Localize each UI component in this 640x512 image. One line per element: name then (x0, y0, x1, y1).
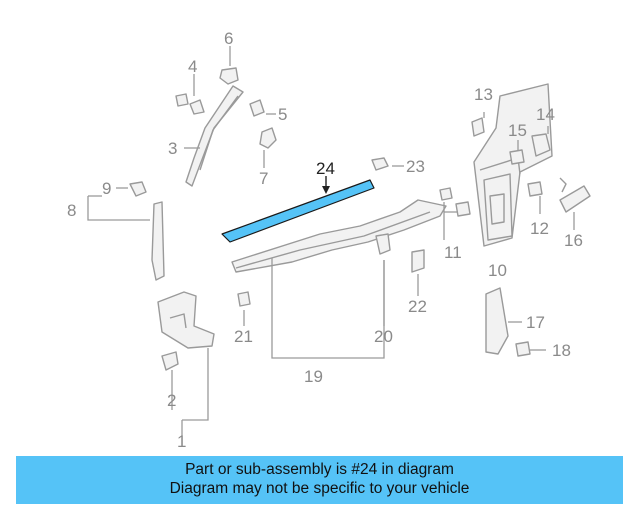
callout-7: 7 (259, 169, 268, 188)
callout-17: 17 (526, 313, 545, 332)
handle-16 (559, 185, 591, 213)
callout-10: 10 (488, 261, 507, 280)
clip-2 (161, 351, 179, 371)
callout-16: 16 (564, 231, 583, 250)
callout-23: 23 (406, 157, 425, 176)
b-pillar-trim-10 (473, 83, 553, 247)
callout-5: 5 (278, 105, 287, 124)
bolt-12 (527, 181, 543, 197)
clip-21 (237, 291, 251, 307)
clip-22 (411, 249, 425, 273)
cap-7 (259, 127, 277, 149)
callout-19: 19 (304, 367, 323, 386)
trim-8 (151, 201, 165, 281)
callout-15: 15 (508, 121, 527, 140)
banner-line-1: Part or sub-assembly is #24 in diagram (185, 461, 454, 478)
callout-18: 18 (552, 341, 571, 360)
clip-4b (189, 99, 205, 115)
clip-14 (531, 133, 551, 157)
clip-6 (219, 67, 239, 85)
callout-2: 2 (167, 391, 176, 410)
clip-23 (371, 157, 389, 171)
callout-24: 24 (316, 159, 335, 178)
callout-3: 3 (168, 139, 177, 158)
clip-9 (129, 181, 147, 197)
lower-b-pillar-17 (485, 287, 509, 355)
callout-1: 1 (177, 432, 186, 451)
clip-20 (375, 233, 391, 255)
a-pillar-trim (185, 85, 244, 187)
callout-11: 11 (444, 243, 462, 262)
callout-9: 9 (102, 179, 111, 198)
bolt-15 (509, 149, 525, 165)
callout-21: 21 (234, 327, 253, 346)
clip-13 (471, 117, 485, 137)
bolt-18 (515, 341, 531, 357)
part-24-highlight (221, 179, 375, 243)
callout-14: 14 (536, 105, 555, 124)
callout-20: 20 (374, 327, 393, 346)
callout-13: 13 (474, 85, 493, 104)
bolt-5 (249, 99, 265, 117)
callout-6: 6 (224, 29, 233, 48)
callout-22: 22 (408, 297, 427, 316)
info-banner: Part or sub-assembly is #24 in diagram D… (16, 456, 623, 504)
bolt-11a (439, 187, 453, 201)
clip-4a (175, 93, 189, 107)
bolt-11b (455, 201, 471, 217)
callout-8: 8 (67, 201, 76, 220)
callout-12: 12 (530, 219, 549, 238)
banner-line-2: Diagram may not be specific to your vehi… (169, 480, 470, 497)
kick-panel-1 (157, 291, 215, 349)
callout-4: 4 (188, 57, 197, 76)
